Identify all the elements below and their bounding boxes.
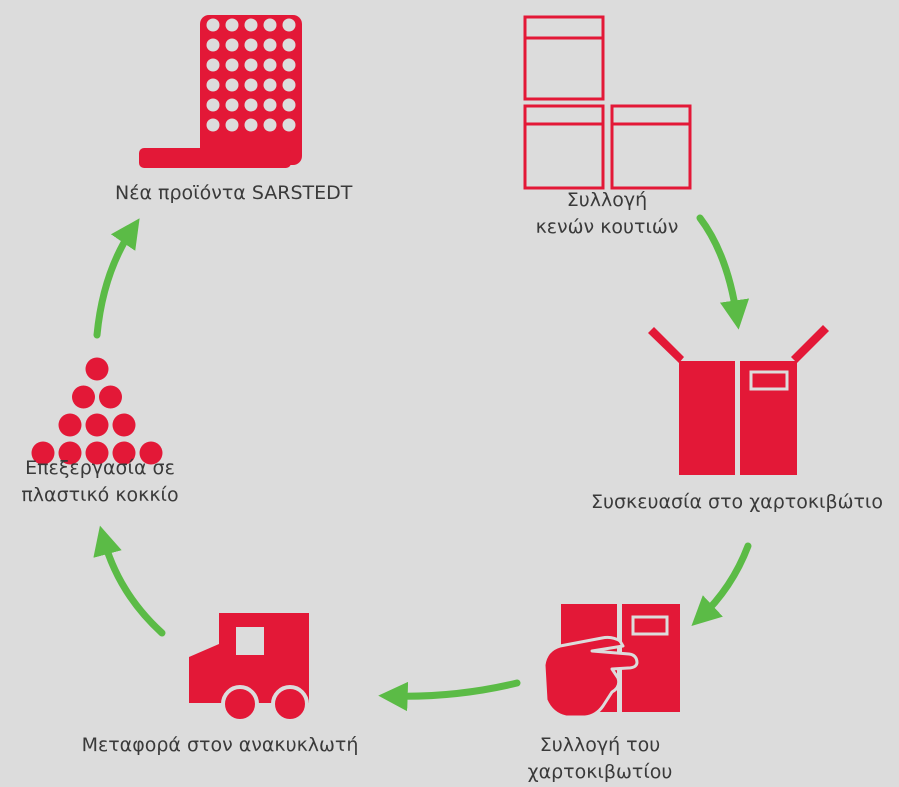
- rack-hole: [282, 38, 296, 52]
- rack-hole: [206, 118, 220, 132]
- rack-hole: [244, 58, 258, 72]
- pellets-icon: [31, 357, 163, 465]
- rack-hole: [225, 18, 239, 32]
- label-line: Επεξεργασία σε: [25, 457, 175, 479]
- hand-carton-icon: [542, 604, 680, 719]
- rack-hole: [282, 18, 296, 32]
- rack-hole: [282, 78, 296, 92]
- pellet: [99, 385, 122, 409]
- empty-boxes-icon: [523, 15, 692, 190]
- pellet: [112, 441, 136, 465]
- label-line: Νέα προϊόντα SARSTEDT: [115, 182, 353, 204]
- label-line: Συσκευασία στο χαρτοκιβώτιο: [591, 491, 883, 513]
- rack-hole: [263, 38, 277, 52]
- pellet: [31, 441, 55, 465]
- rack-hole: [206, 78, 220, 92]
- rack-hole: [206, 98, 220, 112]
- label-line: πλαστικό κοκκίο: [21, 484, 179, 506]
- label-new-products: Νέα προϊόντα SARSTEDT: [115, 180, 353, 207]
- rack-hole: [206, 18, 220, 32]
- label-line: χαρτοκιβωτίου: [527, 761, 673, 783]
- rack-hole: [244, 18, 258, 32]
- open-carton-icon: [648, 325, 829, 475]
- pellet: [58, 413, 82, 437]
- rack-hole: [206, 58, 220, 72]
- rack-hole: [225, 38, 239, 52]
- tube-rack-icon: [139, 15, 302, 168]
- label-collect-carton: Συλλογή του χαρτοκιβωτίου: [500, 732, 700, 786]
- rack-hole: [263, 78, 277, 92]
- pellet: [58, 441, 82, 465]
- arrow-transport-to-processing: [93, 525, 166, 637]
- pellet: [85, 413, 109, 437]
- arrow-collect-to-transport: [378, 679, 521, 712]
- rack-hole: [263, 118, 277, 132]
- rack-hole: [282, 58, 296, 72]
- arrow-packing-to-collect: [691, 542, 752, 627]
- rack-hole: [225, 78, 239, 92]
- pellet: [85, 441, 109, 465]
- label-collect-boxes: Συλλογή κενών κουτιών: [507, 187, 707, 241]
- rack-hole: [206, 38, 220, 52]
- rack-hole: [244, 38, 258, 52]
- label-line: Συλλογή: [566, 189, 648, 211]
- label-processing: Επεξεργασία σε πλαστικό κοκκίο: [0, 455, 200, 509]
- label-transport: Μεταφορά στον ανακυκλωτή: [80, 732, 360, 759]
- pellet: [72, 385, 95, 409]
- arrow-boxes-to-packing: [696, 214, 750, 330]
- pellet: [85, 357, 109, 381]
- rack-hole: [282, 98, 296, 112]
- truck-icon: [189, 613, 309, 723]
- rack-hole: [263, 18, 277, 32]
- pellet: [112, 413, 136, 437]
- rack-hole: [225, 58, 239, 72]
- rack-hole: [244, 78, 258, 92]
- arrow-processing-to-new: [93, 218, 140, 339]
- rack-hole: [263, 98, 277, 112]
- rack-hole: [263, 58, 277, 72]
- label-line: Συλλογή του: [539, 734, 661, 756]
- rack-hole: [225, 98, 239, 112]
- rack-hole: [244, 118, 258, 132]
- rack-hole: [225, 118, 239, 132]
- label-packing: Συσκευασία στο χαρτοκιβώτιο: [577, 489, 897, 516]
- rack-hole: [282, 118, 296, 132]
- rack-hole: [244, 98, 258, 112]
- label-line: Μεταφορά στον ανακυκλωτή: [81, 734, 359, 756]
- label-line: κενών κουτιών: [535, 216, 679, 238]
- pellet: [139, 441, 163, 465]
